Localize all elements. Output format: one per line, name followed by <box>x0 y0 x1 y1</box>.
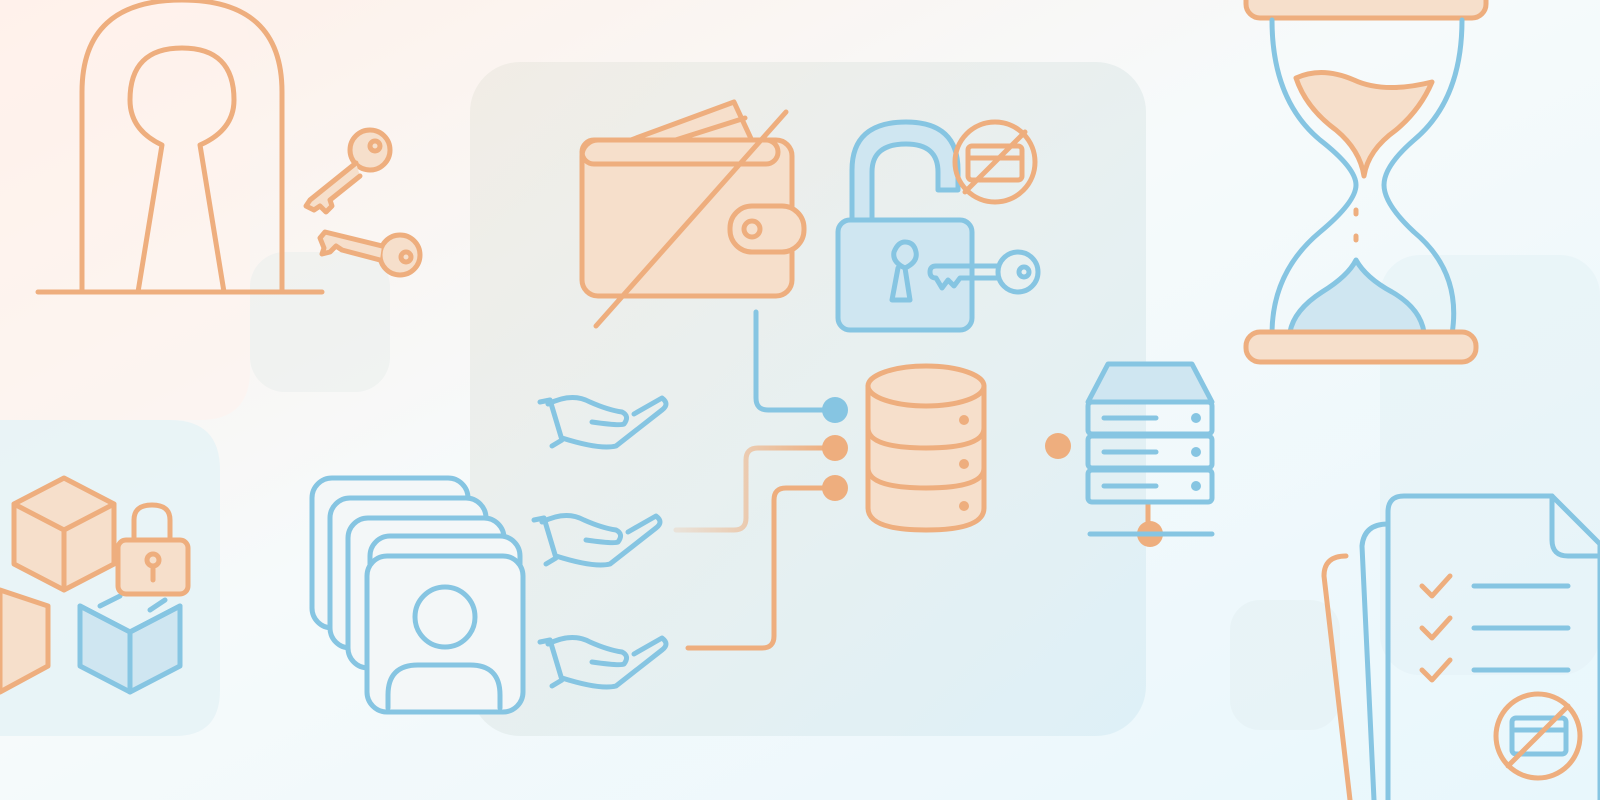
wallet-crossed-icon <box>579 99 807 329</box>
checklist-document-icon <box>1321 493 1600 800</box>
key-icon <box>303 127 393 215</box>
node-dot <box>1045 433 1071 459</box>
connection-nodes <box>822 397 1163 547</box>
server-rack-icon <box>1085 361 1215 537</box>
no-card-icon <box>952 119 1038 205</box>
no-card-icon <box>1493 691 1583 781</box>
database-icon <box>865 363 987 533</box>
node-dot <box>822 475 848 501</box>
key-icon <box>317 229 423 278</box>
cube-stack-icon <box>0 475 183 695</box>
node-dot <box>822 435 848 461</box>
connection-lines <box>673 309 1151 651</box>
hand-offer-icon <box>537 635 669 690</box>
hand-offer-icon <box>531 513 663 568</box>
padlock-icon <box>115 502 191 597</box>
open-padlock-icon <box>835 119 975 333</box>
keyhole-arch-icon <box>35 0 325 295</box>
hourglass-icon <box>1243 0 1489 365</box>
key-icon <box>927 249 1041 295</box>
hand-offer-icon <box>537 395 669 450</box>
node-dot <box>822 397 848 423</box>
user-profile-cards-icon <box>309 475 526 715</box>
